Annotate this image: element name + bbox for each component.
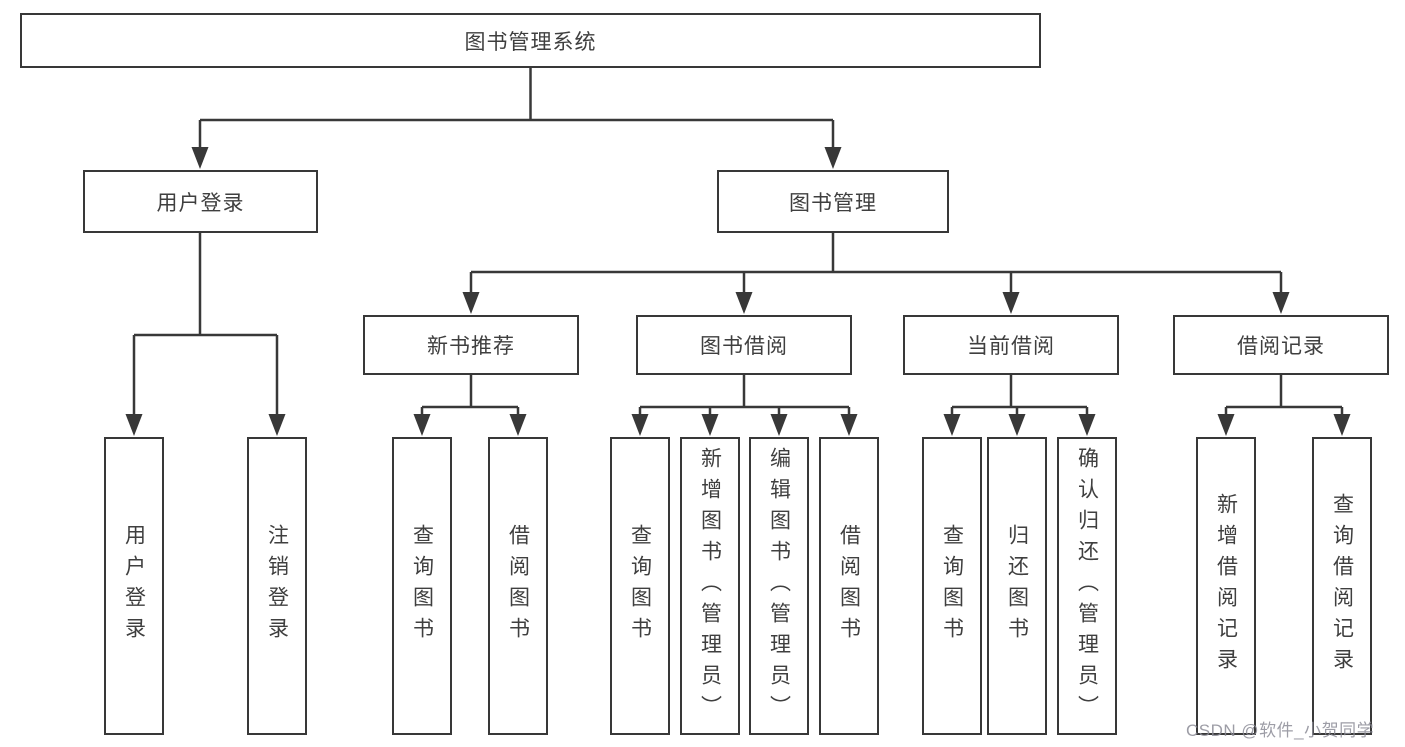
node-label: 用户登录: [156, 191, 245, 215]
leaf-query-book-recommend: 查询图书: [392, 437, 452, 735]
node-root-system: 图书管理系统: [20, 13, 1041, 68]
connector-lines: [132, 68, 1344, 418]
arrow-down-icon: [125, 414, 143, 436]
node-label: 查询图书: [628, 524, 652, 648]
leaf-confirm-return-admin: 确认归还（管理员）: [1057, 437, 1117, 735]
node-borrow-record: 借阅记录: [1173, 315, 1389, 375]
node-label: 图书管理系统: [464, 30, 597, 54]
node-label: 图书管理: [789, 191, 877, 215]
arrow-down-icon: [191, 147, 209, 169]
connector-current-borrow-to-leaves: [950, 375, 1089, 418]
arrow-down-icon: [268, 414, 286, 436]
arrow-down-icon: [1002, 292, 1020, 314]
node-label: 确认归还（管理员）: [1075, 446, 1099, 726]
node-label: 新增借阅记录: [1214, 493, 1238, 679]
node-label: 新书推荐: [427, 335, 515, 358]
csdn-watermark: CSDN @软件_小贺同学: [1186, 721, 1375, 740]
arrow-down-icon: [770, 414, 788, 436]
leaf-edit-book-admin: 编辑图书（管理员）: [749, 437, 809, 735]
arrow-down-icon: [840, 414, 858, 436]
node-label: 借阅图书: [506, 524, 530, 648]
leaf-logout: 注销登录: [247, 437, 307, 735]
arrow-down-icon: [701, 414, 719, 436]
node-label: 图书借阅: [700, 335, 788, 358]
arrow-down-icon: [1217, 414, 1235, 436]
arrow-down-icon: [509, 414, 527, 436]
arrow-down-icon: [824, 147, 842, 169]
connector-borrow-record-to-leaves: [1224, 375, 1344, 418]
node-book-borrow: 图书借阅: [636, 315, 852, 375]
node-label: 新增图书（管理员）: [698, 446, 722, 726]
arrow-down-icon: [1333, 414, 1351, 436]
leaf-borrow-book-recommend: 借阅图书: [488, 437, 548, 735]
leaf-borrow-book: 借阅图书: [819, 437, 879, 735]
leaf-return-book: 归还图书: [987, 437, 1047, 735]
arrow-down-icon: [735, 292, 753, 314]
node-label: 注销登录: [265, 524, 289, 648]
arrow-down-icon: [1078, 414, 1096, 436]
arrowhead-icons: [125, 147, 1351, 436]
arrow-down-icon: [413, 414, 431, 436]
node-label: 归还图书: [1005, 524, 1029, 648]
node-new-book-recommend: 新书推荐: [363, 315, 579, 375]
node-user-login: 用户登录: [83, 170, 318, 233]
leaf-query-borrow-record: 查询借阅记录: [1312, 437, 1372, 735]
connector-user-login-to-leaves: [132, 233, 279, 418]
node-label: 查询图书: [940, 524, 964, 648]
node-label: 查询图书: [410, 524, 434, 648]
node-label: 借阅记录: [1237, 335, 1325, 358]
leaf-query-book-current: 查询图书: [922, 437, 982, 735]
node-label: 借阅图书: [837, 524, 861, 648]
node-label: 当前借阅: [967, 335, 1055, 358]
connector-root-to-level2: [198, 68, 835, 151]
arrow-down-icon: [1008, 414, 1026, 436]
node-label: 编辑图书（管理员）: [767, 446, 791, 726]
arrow-down-icon: [943, 414, 961, 436]
connector-new-book-to-leaves: [420, 375, 520, 418]
arrow-down-icon: [462, 292, 480, 314]
arrow-down-icon: [1272, 292, 1290, 314]
connector-book-borrow-to-leaves: [638, 375, 851, 418]
leaf-query-book-borrow: 查询图书: [610, 437, 670, 735]
node-book-management: 图书管理: [717, 170, 949, 233]
connector-book-mgmt-to-level3: [469, 233, 1283, 296]
leaf-user-login: 用户登录: [104, 437, 164, 735]
node-current-borrow: 当前借阅: [903, 315, 1119, 375]
leaf-add-borrow-record: 新增借阅记录: [1196, 437, 1256, 735]
node-label: 查询借阅记录: [1330, 493, 1354, 679]
leaf-add-book-admin: 新增图书（管理员）: [680, 437, 740, 735]
node-label: 用户登录: [122, 524, 146, 648]
arrow-down-icon: [631, 414, 649, 436]
